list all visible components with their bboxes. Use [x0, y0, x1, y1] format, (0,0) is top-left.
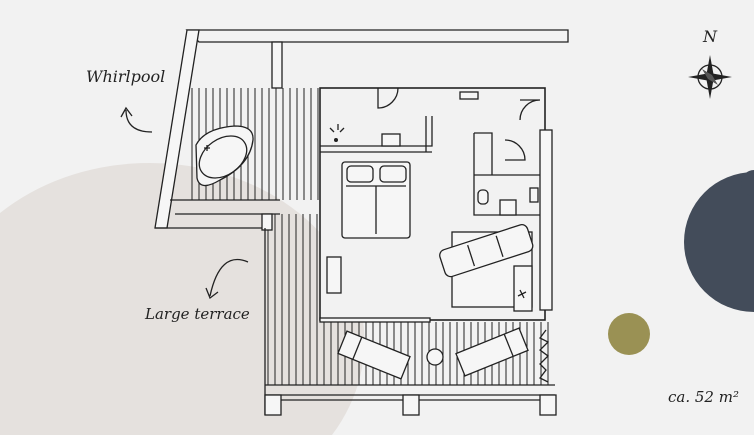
door-icon [377, 87, 399, 109]
navy-small-circle [741, 170, 754, 196]
compass-north-label: N [703, 27, 717, 46]
terrace-borders [264, 228, 557, 416]
living-area [326, 224, 534, 312]
bed [341, 161, 411, 239]
area-label: ca. 52 m² [668, 388, 739, 406]
round-table [426, 348, 444, 366]
sun-loungers [337, 327, 529, 380]
pergola-beams [154, 29, 569, 231]
olive-circle [608, 313, 650, 355]
annotation-arrows [120, 106, 249, 300]
beige-blob [0, 162, 365, 435]
navy-circle [684, 172, 754, 312]
plant [539, 329, 550, 383]
compass-icon [688, 55, 732, 99]
whirlpool-tub [195, 125, 254, 187]
whirlpool-label: Whirlpool [86, 67, 166, 86]
terrace-label: Large terrace [145, 305, 250, 323]
bathroom [473, 132, 540, 216]
door-icon [519, 99, 541, 121]
